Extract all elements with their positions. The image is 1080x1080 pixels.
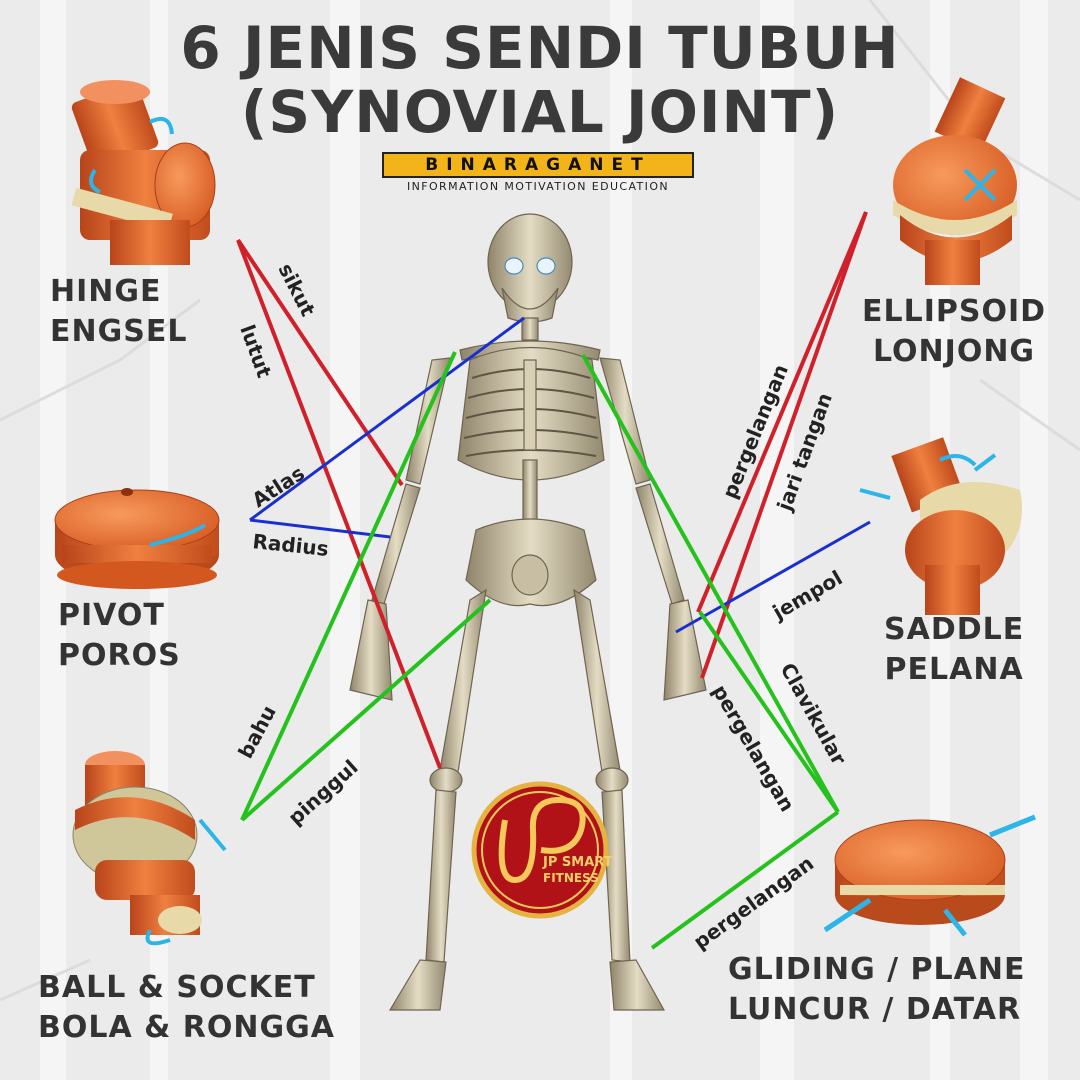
ellipsoid-label-id: LONJONG [873,334,1036,369]
pivot-joint-model [54,488,220,589]
hinge-label-en: HINGE [50,274,162,309]
gliding-label: GLIDING / PLANE LUNCUR / DATAR [728,950,1025,1030]
pivot-label: PIVOT POROS [58,596,181,676]
saddle-lines [675,520,871,634]
ball-socket-label-en: BALL & SOCKET [38,970,316,1005]
gliding-joint-model [823,814,1036,937]
pivot-label-en: PIVOT [58,598,165,633]
pivot-lines [249,316,525,539]
label-lutut: lutut [235,322,276,382]
ball-socket-lines [240,351,492,822]
brand-bar [382,152,694,178]
label-pinggul: pinggul [283,755,362,830]
title-line-2: (SYNOVIAL JOINT) [240,78,840,146]
title-line-1: 6 JENIS SENDI TUBUH [180,14,900,82]
saddle-joint-model [859,437,1022,615]
saddle-label-id: PELANA [884,652,1024,687]
ellipsoid-label: ELLIPSOID LONJONG [862,292,1046,372]
saddle-label: SADDLE PELANA [884,610,1024,690]
ball-socket-label: BALL & SOCKET BOLA & RONGGA [38,968,335,1048]
gliding-lines [581,354,840,950]
label-pergelangan-hand: pergelangan [708,681,800,816]
label-radius: Radius [251,529,329,561]
ball-socket-joint-model [72,751,227,946]
logo-line-1: JP SMART [542,855,613,870]
label-pergelangan-foot: pergelangan [689,851,818,954]
label-clavikular: Clavikular [776,659,852,769]
logo-line-2: FITNESS [543,871,599,885]
brand-tagline: INFORMATION MOTIVATION EDUCATION [406,180,670,193]
hinge-lines [236,238,442,769]
ball-socket-label-id: BOLA & RONGGA [38,1010,335,1045]
ellipsoid-joint-model [893,77,1017,285]
ellipsoid-label-en: ELLIPSOID [862,294,1047,329]
saddle-label-en: SADDLE [884,612,1025,647]
hinge-joint-model [71,80,216,265]
label-atlas: Atlas [248,461,309,512]
brand-name: BINARAGANET [425,155,651,175]
label-sikut: sikut [274,259,321,320]
jp-smart-fitness-logo: JP SMART FITNESS [471,781,613,919]
brand-logo: BINARAGANET INFORMATION MOTIVATION EDUCA… [382,152,694,196]
pivot-label-id: POROS [58,638,181,673]
gliding-label-id: LUNCUR / DATAR [728,992,1022,1027]
hinge-label-id: ENGSEL [50,314,188,349]
skeleton [349,213,707,1011]
gliding-label-en: GLIDING / PLANE [728,952,1026,987]
hinge-label: HINGE ENGSEL [50,272,187,352]
